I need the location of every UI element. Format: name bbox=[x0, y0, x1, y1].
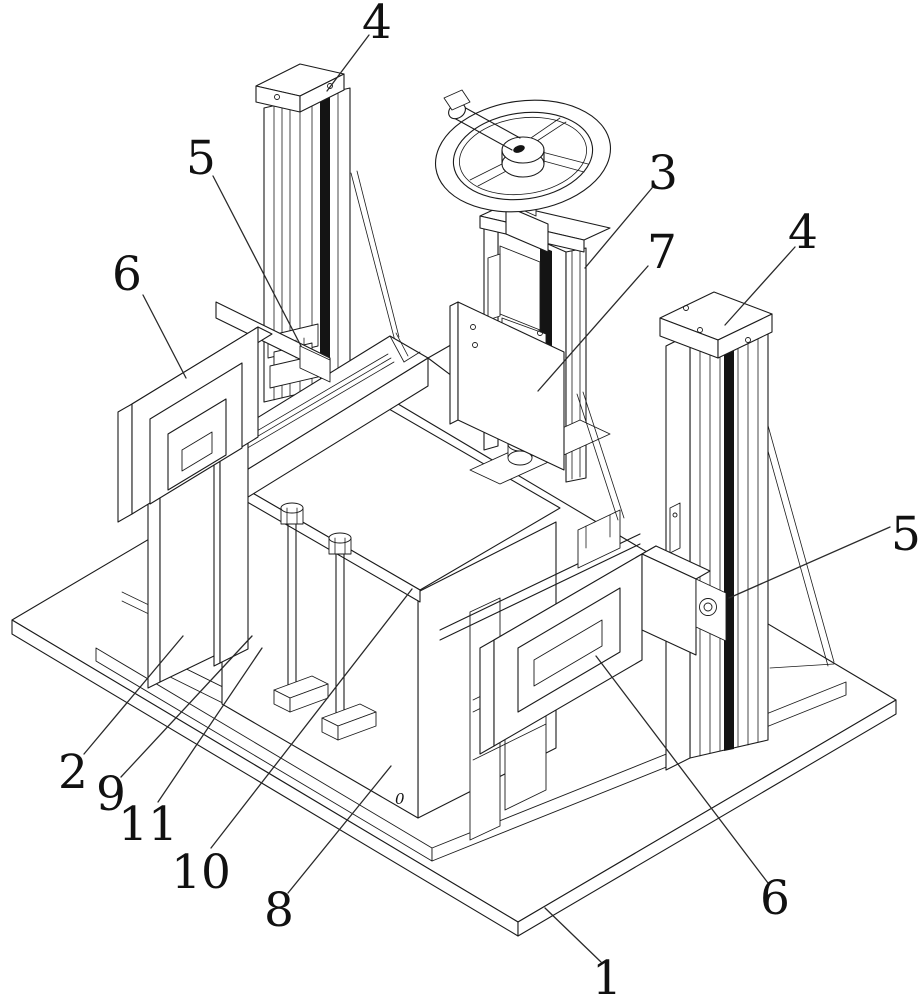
ref-9-leader-line bbox=[120, 635, 253, 778]
ref-3-leader-line bbox=[584, 187, 653, 269]
left-support bbox=[147, 440, 249, 689]
ref-4-right: 4 bbox=[788, 205, 818, 260]
ref-11: 11 bbox=[118, 797, 178, 852]
ref-7-leader-line bbox=[537, 265, 649, 392]
handwheel bbox=[434, 89, 612, 213]
ref-8: 8 bbox=[264, 883, 294, 938]
ref-7: 7 bbox=[647, 225, 677, 280]
ref-6-right: 6 bbox=[760, 871, 790, 926]
ref-1-leader-line bbox=[544, 907, 602, 963]
ref-6-left: 6 bbox=[112, 247, 142, 302]
ref-3: 3 bbox=[648, 146, 678, 201]
ref-2-leader-line bbox=[83, 635, 184, 755]
ref-5-left-leader-line bbox=[212, 175, 302, 347]
ref-1: 1 bbox=[592, 951, 622, 1000]
machine-body bbox=[191, 332, 561, 819]
ref-6-right-leader-line bbox=[595, 655, 769, 884]
ref-8-leader-line bbox=[287, 765, 392, 894]
ref-4-left: 4 bbox=[362, 0, 392, 50]
ref-11-leader-line bbox=[157, 647, 263, 803]
ref-4-right-leader-line bbox=[724, 246, 796, 326]
tie-rods bbox=[273, 502, 377, 741]
right-column bbox=[659, 291, 835, 771]
stray-mark-glyph: 0 bbox=[395, 790, 405, 808]
press-plate bbox=[449, 301, 611, 485]
ref-5-right: 5 bbox=[891, 507, 921, 562]
ref-4-left-leader-line bbox=[326, 34, 370, 92]
ref-6-left-leader-line bbox=[142, 294, 187, 379]
right-column-slider bbox=[695, 578, 727, 642]
ref-5-right-leader-line bbox=[728, 526, 891, 599]
ref-10: 10 bbox=[171, 845, 231, 900]
stray-mark: 0 bbox=[395, 790, 405, 808]
ref-2: 2 bbox=[58, 745, 88, 800]
ref-5-left: 5 bbox=[186, 131, 216, 186]
ref-9: 9 bbox=[96, 767, 126, 822]
left-clamp bbox=[117, 301, 331, 523]
ref-10-leader-line bbox=[210, 588, 413, 849]
right-clamp bbox=[479, 545, 727, 755]
